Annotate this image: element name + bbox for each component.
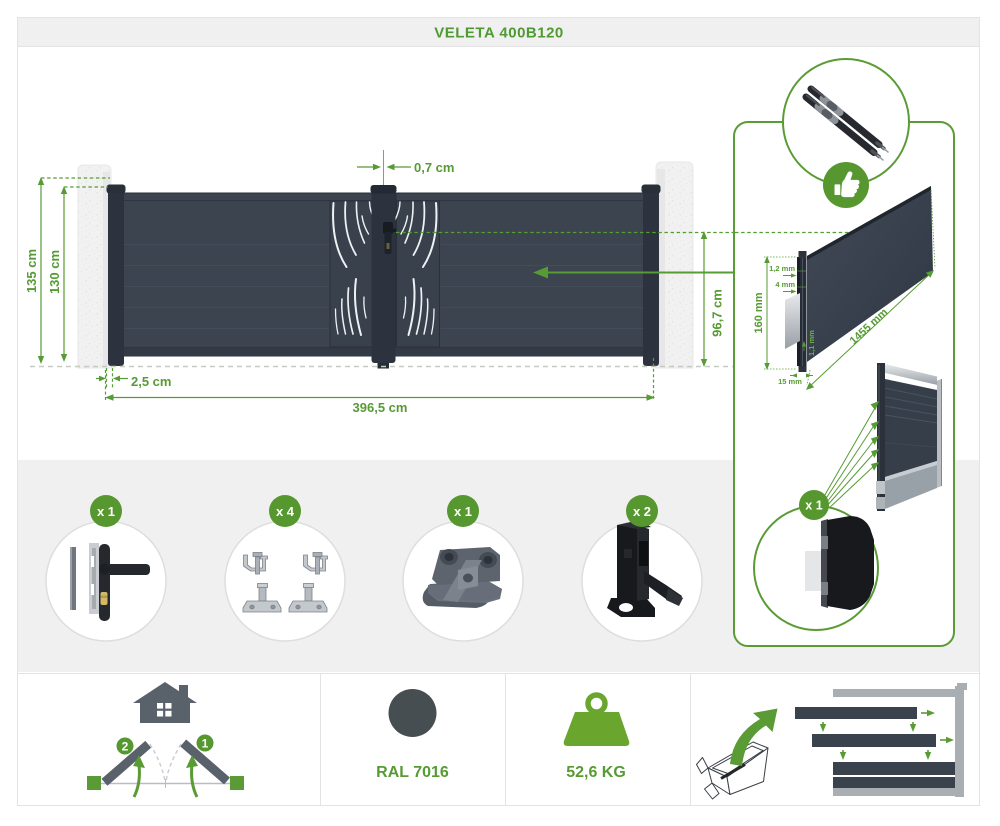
svg-text:x 1: x 1 (97, 504, 115, 519)
svg-text:0,7 cm: 0,7 cm (414, 160, 454, 175)
svg-text:4 mm: 4 mm (775, 280, 795, 289)
svg-text:15 mm: 15 mm (778, 377, 802, 386)
svg-text:2: 2 (122, 740, 129, 754)
svg-text:x 2: x 2 (633, 504, 651, 519)
svg-text:2,5 cm: 2,5 cm (131, 374, 171, 389)
svg-text:130 cm: 130 cm (47, 250, 62, 294)
svg-text:RAL 7016: RAL 7016 (376, 764, 449, 781)
svg-text:52,6 KG: 52,6 KG (566, 764, 626, 781)
svg-text:96,7 cm: 96,7 cm (710, 289, 725, 337)
svg-text:396,5 cm: 396,5 cm (353, 400, 408, 415)
svg-text:x 1: x 1 (454, 504, 472, 519)
svg-text:135 cm: 135 cm (24, 249, 39, 293)
svg-text:VELETA 400B120: VELETA 400B120 (434, 25, 564, 42)
svg-text:160 mm: 160 mm (753, 292, 765, 333)
svg-text:1: 1 (202, 737, 209, 751)
svg-text:x 4: x 4 (276, 504, 295, 519)
svg-text:1,1 mm: 1,1 mm (807, 330, 816, 356)
svg-text:1,2 mm: 1,2 mm (769, 264, 795, 273)
svg-text:x 1: x 1 (805, 499, 822, 513)
